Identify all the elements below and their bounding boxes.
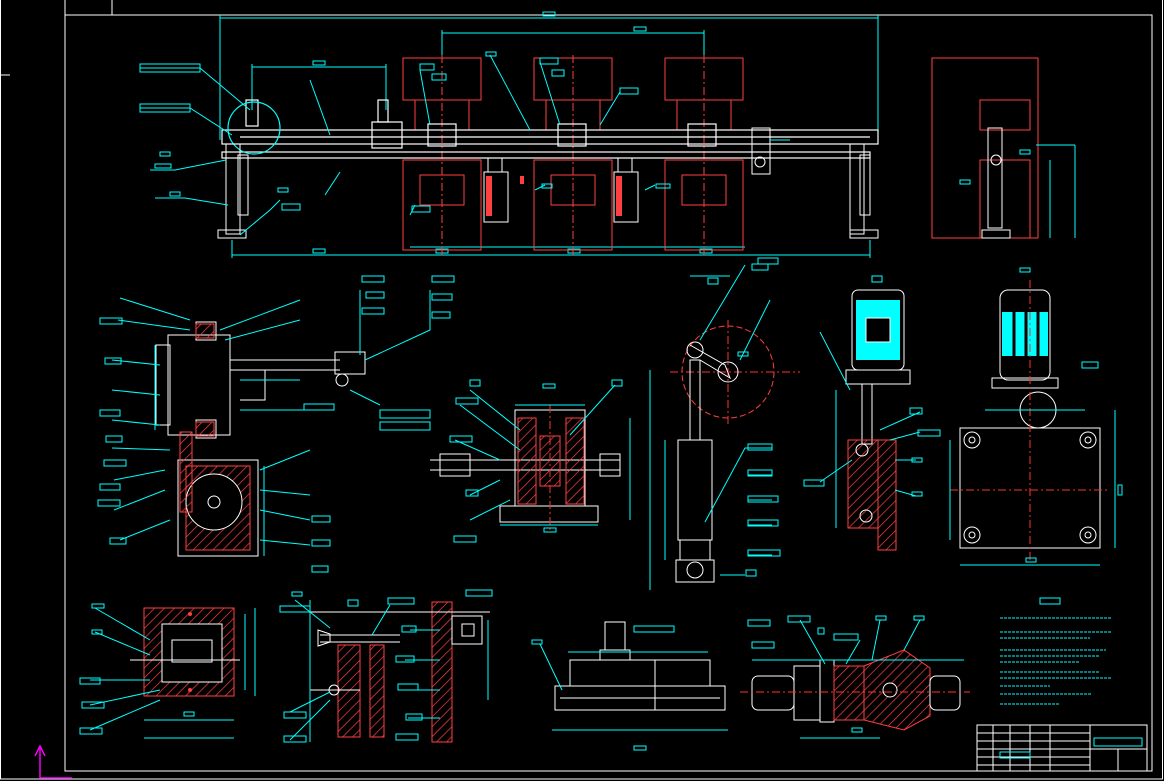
cylinder-assembly — [531, 621, 728, 751]
main-elevation-view — [139, 11, 879, 258]
manipulator-detail — [97, 275, 455, 573]
technical-notes — [1000, 597, 1112, 705]
ucs-axis-icon — [34, 744, 72, 779]
clamp-frame-detail — [79, 603, 256, 739]
guide-rail-detail — [279, 589, 493, 743]
hydraulic-cylinder-icon — [675, 359, 715, 583]
shaft-coupling-detail — [740, 615, 970, 739]
electric-motor-icon — [845, 289, 911, 385]
gearbox-section — [430, 379, 631, 543]
side-view — [931, 57, 1076, 239]
motor-drive-section — [803, 275, 941, 551]
title-block — [976, 724, 1148, 772]
crank-cylinder-detail — [649, 257, 800, 649]
gear-wheel-icon — [177, 431, 259, 557]
motor-plan-view — [949, 267, 1123, 566]
